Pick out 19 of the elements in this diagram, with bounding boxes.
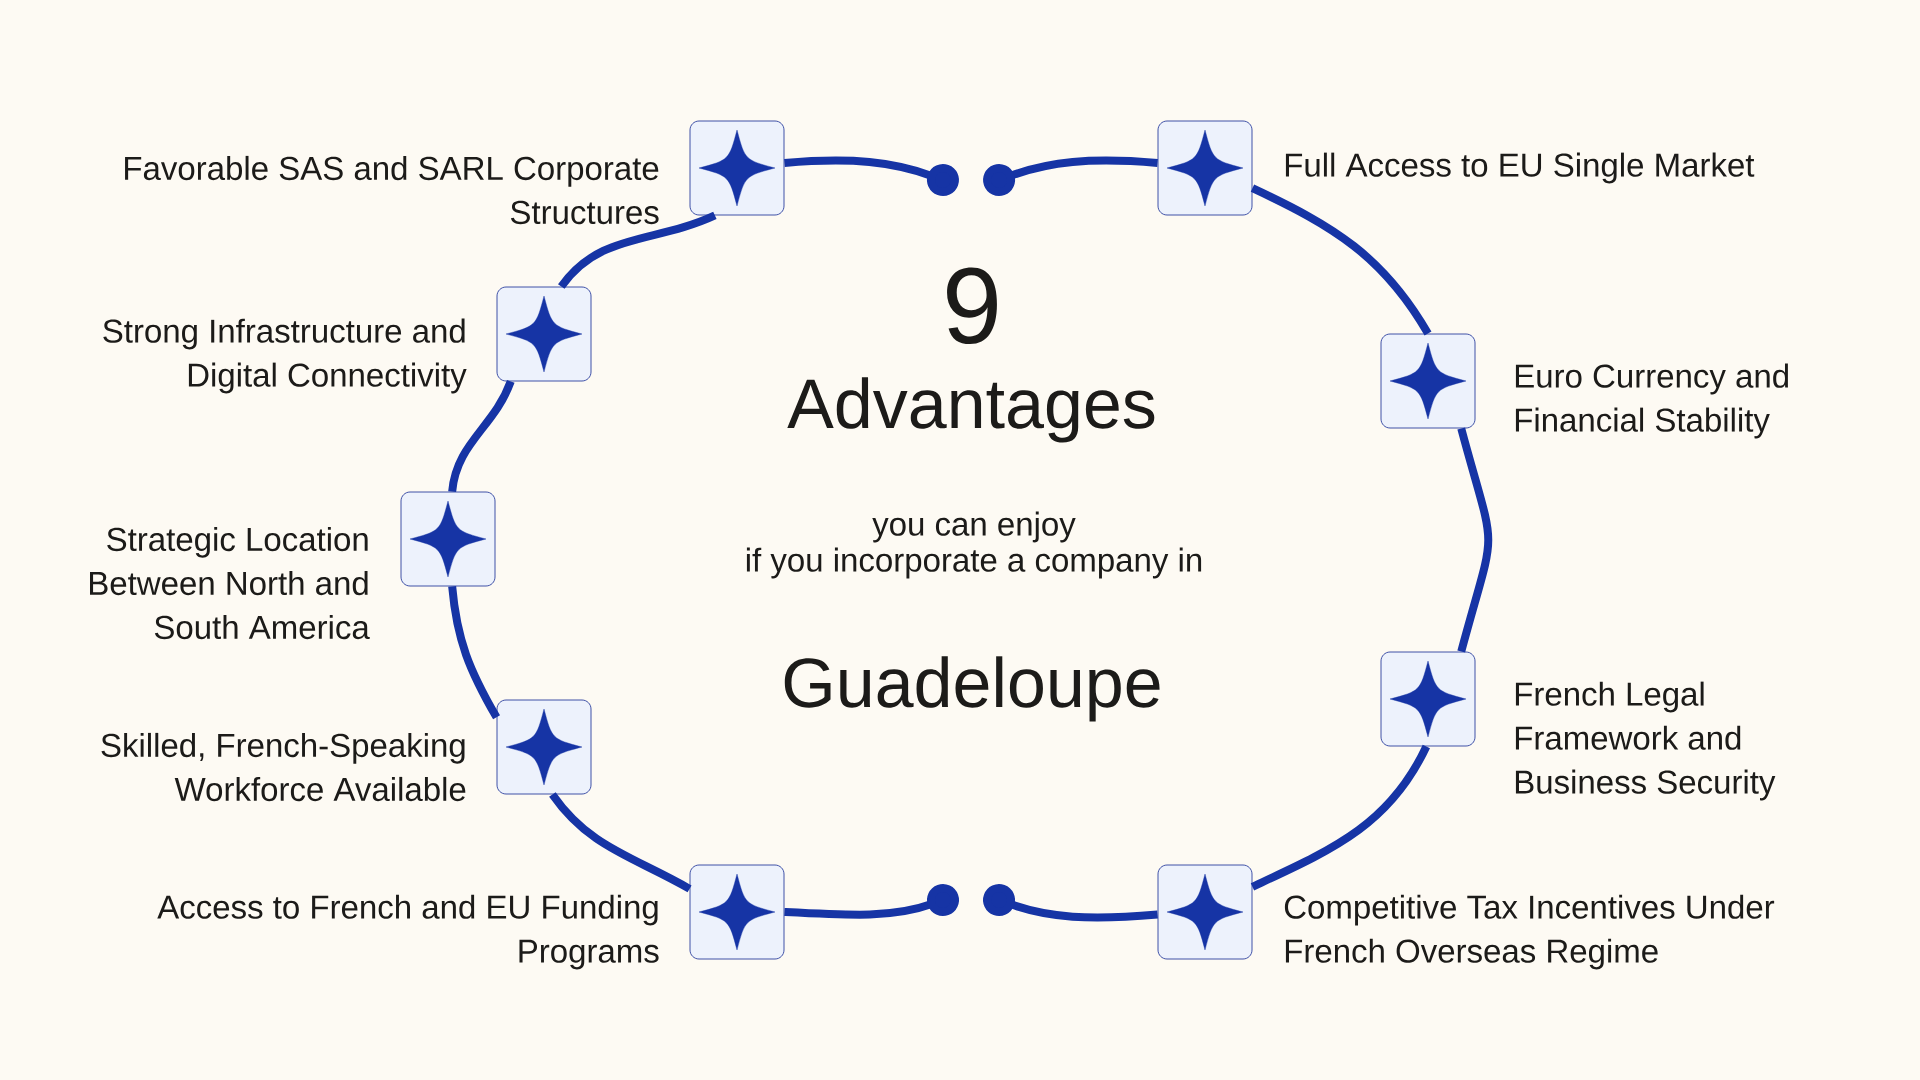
- item-label: Access to French and EU Funding Programs: [157, 894, 659, 970]
- item-label: French Legal Framework and Business Security: [1515, 681, 1776, 801]
- item-label: Competitive Tax Incentives Under French Overseas Regime: [1284, 894, 1775, 970]
- item-label: Strong Infrastructure and Digital Connectivity: [103, 318, 467, 394]
- subtitle: you can enjoy if you incorporate a company in: [746, 511, 1202, 579]
- ring-arc: [1457, 427, 1493, 653]
- ring-arc: [448, 379, 515, 493]
- ring-arc: [558, 211, 717, 290]
- ring-arc: [549, 792, 692, 893]
- item-label: Full Access to EU Single Market: [1285, 152, 1755, 184]
- item-label: Strategic Location Between North and South America: [90, 526, 370, 640]
- item-label: Euro Currency and Financial Stability: [1515, 363, 1788, 439]
- ring-arc: [1250, 184, 1432, 336]
- heading: Guadeloupe: [784, 656, 1160, 722]
- item-label: Favorable SAS and SARL Corporate Structures: [125, 155, 659, 225]
- large-number: 9: [947, 267, 997, 345]
- heading: Advantages: [787, 377, 1155, 443]
- ring-arc: [1250, 744, 1430, 891]
- item-label: Skilled, French-Speaking Workforce Available: [101, 732, 466, 802]
